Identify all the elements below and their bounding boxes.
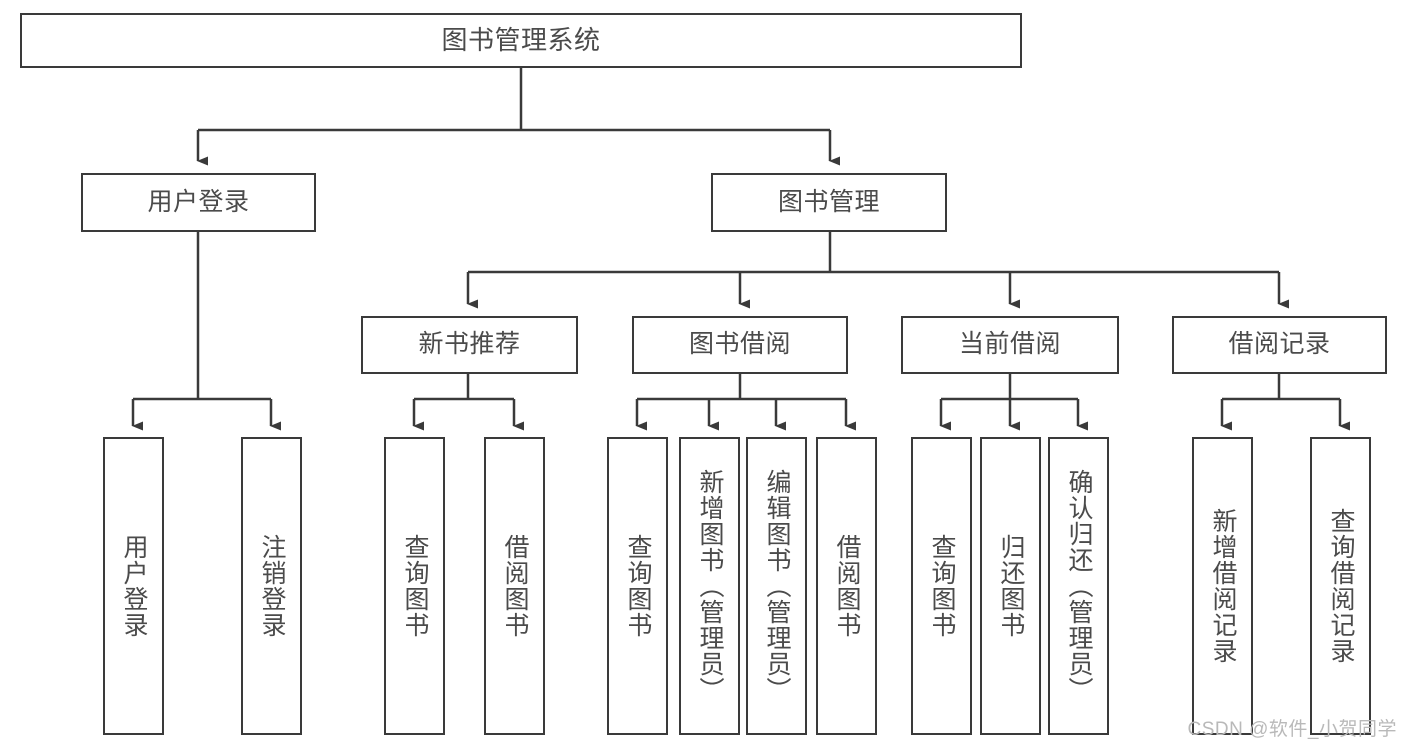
leaf-add-borrow-record[interactable]: 新增借阅记录 xyxy=(1192,437,1253,735)
leaf-confirm-return-admin[interactable]: 确认归还（管理员） xyxy=(1048,437,1109,735)
leaf-logout[interactable]: 注销登录 xyxy=(241,437,302,735)
leaf-query-book-borrow[interactable]: 查询图书 xyxy=(607,437,668,735)
leaf-label: 归还图书 xyxy=(997,534,1025,638)
leaf-add-book-admin[interactable]: 新增图书（管理员） xyxy=(679,437,740,735)
leaf-label: 编辑图书（管理员） xyxy=(763,469,791,703)
leaf-label: 借阅图书 xyxy=(833,534,861,638)
node-label: 借阅记录 xyxy=(1228,330,1331,359)
leaf-query-borrow-record[interactable]: 查询借阅记录 xyxy=(1310,437,1371,735)
leaf-query-book-recommend[interactable]: 查询图书 xyxy=(384,437,445,735)
leaf-label: 注销登录 xyxy=(258,534,286,638)
node-label: 图书管理系统 xyxy=(441,25,601,56)
node-label: 当前借阅 xyxy=(958,330,1061,359)
leaf-edit-book-admin[interactable]: 编辑图书（管理员） xyxy=(746,437,807,735)
leaf-label: 新增借阅记录 xyxy=(1209,508,1237,664)
leaf-borrow-book-recommend[interactable]: 借阅图书 xyxy=(484,437,545,735)
leaf-label: 查询借阅记录 xyxy=(1327,508,1355,664)
leaf-label: 用户登录 xyxy=(120,534,148,638)
node-new-book-recommend[interactable]: 新书推荐 xyxy=(361,316,578,374)
leaf-query-book-current[interactable]: 查询图书 xyxy=(911,437,972,735)
leaf-label: 查询图书 xyxy=(928,534,956,638)
watermark-text: CSDN @软件_小贺同学 xyxy=(1187,719,1397,740)
leaf-user-login[interactable]: 用户登录 xyxy=(103,437,164,735)
node-label: 用户登录 xyxy=(147,187,250,216)
leaf-return-book[interactable]: 归还图书 xyxy=(980,437,1041,735)
leaf-label: 查询图书 xyxy=(401,534,429,638)
node-borrow-record[interactable]: 借阅记录 xyxy=(1172,316,1387,374)
leaf-label: 新增图书（管理员） xyxy=(696,469,724,703)
node-book-management[interactable]: 图书管理 xyxy=(711,173,947,232)
node-label: 图书管理 xyxy=(777,187,880,216)
leaf-label: 查询图书 xyxy=(624,534,652,638)
node-current-borrow[interactable]: 当前借阅 xyxy=(901,316,1119,374)
leaf-label: 借阅图书 xyxy=(501,534,529,638)
node-user-login[interactable]: 用户登录 xyxy=(81,173,316,232)
node-root-system[interactable]: 图书管理系统 xyxy=(20,13,1022,68)
node-label: 图书借阅 xyxy=(688,330,791,359)
node-book-borrow[interactable]: 图书借阅 xyxy=(632,316,848,374)
node-label: 新书推荐 xyxy=(418,330,521,359)
leaf-label: 确认归还（管理员） xyxy=(1065,469,1093,703)
leaf-borrow-book[interactable]: 借阅图书 xyxy=(816,437,877,735)
